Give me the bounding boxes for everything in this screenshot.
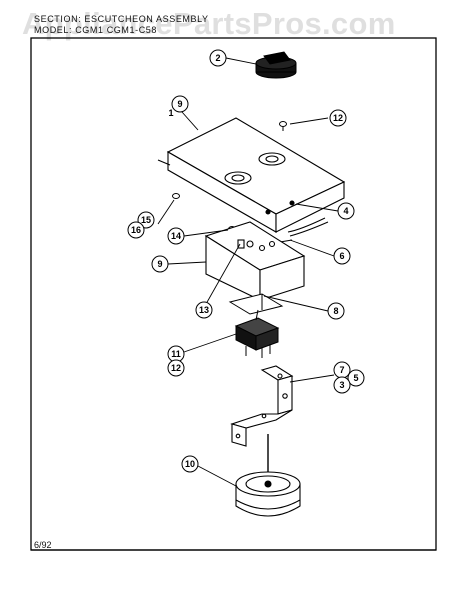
callout-label: 8 bbox=[333, 306, 338, 316]
callout-label: 12 bbox=[171, 363, 181, 373]
mounting-plate-part bbox=[228, 293, 284, 315]
knob-part bbox=[255, 51, 297, 79]
callout-bubbles bbox=[127, 49, 365, 473]
callout-label: 16 bbox=[131, 225, 141, 235]
callout-label: 3 bbox=[339, 380, 344, 390]
callout-label: 4 bbox=[343, 206, 348, 216]
model-title: Model: CGM1 CGM1-C58 bbox=[34, 25, 158, 35]
timer-housing-part bbox=[204, 221, 306, 301]
callout-label: 14 bbox=[171, 231, 181, 241]
callout-label: 1 bbox=[168, 108, 173, 118]
motor-bracket-part bbox=[230, 365, 294, 447]
leader-lines bbox=[157, 57, 339, 487]
escutcheon-panel-part bbox=[157, 117, 346, 233]
callout-label: 5 bbox=[353, 373, 358, 383]
watermark: AppliancePartsPros.com bbox=[22, 6, 396, 41]
diagram-frame bbox=[30, 37, 437, 551]
section-title: Section: ESCUTCHEON ASSEMBLY bbox=[34, 14, 209, 24]
callout-label: 6 bbox=[339, 251, 344, 261]
date-code: 6/92 bbox=[34, 540, 52, 550]
callout-label: 12 bbox=[333, 113, 343, 123]
timer-switch-part bbox=[234, 309, 280, 358]
callout-label: 2 bbox=[215, 53, 220, 63]
callout-label: 11 bbox=[171, 349, 181, 359]
timer-motor-part bbox=[235, 434, 301, 517]
callout-label: 7 bbox=[339, 365, 344, 375]
callout-label: 9 bbox=[157, 259, 162, 269]
callout-label: 13 bbox=[199, 305, 209, 315]
callout-label: 15 bbox=[141, 215, 151, 225]
callout-label: 9 bbox=[177, 99, 182, 109]
screw-part bbox=[279, 121, 287, 131]
callout-label: 10 bbox=[185, 459, 195, 469]
